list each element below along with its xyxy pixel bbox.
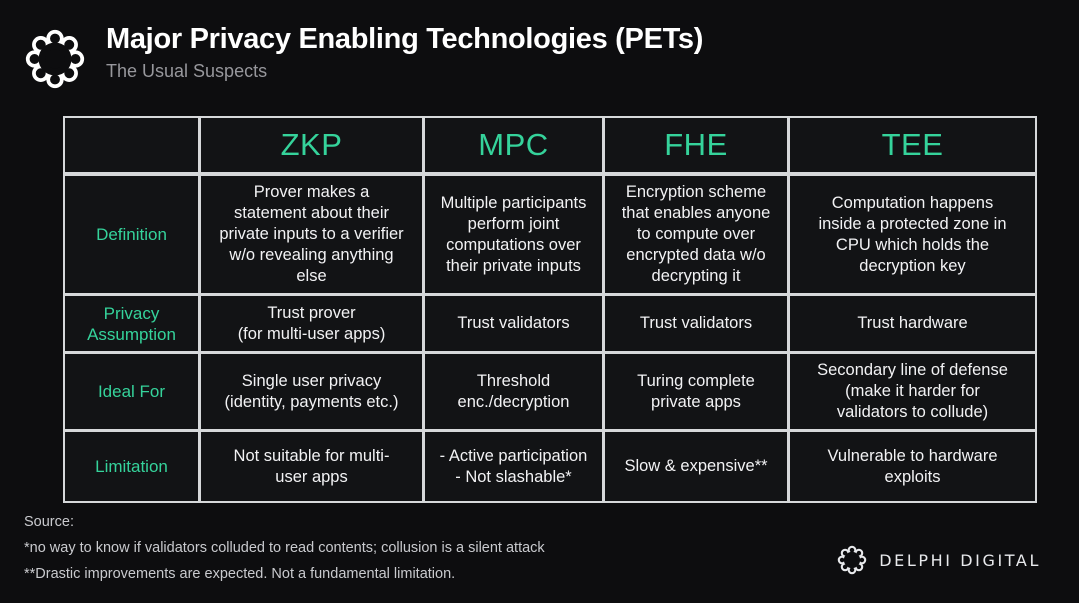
column-header-fhe: FHE [604, 116, 789, 174]
cell-line: Slow & expensive** [624, 457, 768, 475]
cell-line: Trust hardware [857, 314, 968, 332]
table-row: Ideal For Single user privacy (identity,… [63, 353, 1037, 431]
cell-line: else [296, 267, 327, 285]
attribution: DELPHI DIGITAL [837, 545, 1041, 575]
row-label-privacy-assumption: Privacy Assumption [63, 295, 200, 353]
cell-privacy-assumption-zkp: Trust prover (for multi-user apps) [200, 295, 424, 353]
cell-limitation-tee: Vulnerable to hardware exploits [789, 431, 1037, 503]
row-label-line: Assumption [87, 324, 176, 344]
row-label-line: Ideal For [97, 382, 166, 401]
source-notes: Source: *no way to know if validators co… [24, 509, 545, 587]
row-label-line: Definition [96, 225, 167, 244]
cell-line: Multiple participants [440, 193, 587, 212]
cell-ideal-for-tee: Secondary line of defense (make it harde… [789, 353, 1037, 431]
cell-definition-fhe: Encryption scheme that enables anyone to… [604, 174, 789, 295]
attribution-text: DELPHI DIGITAL [879, 550, 1041, 570]
cell-line: to compute over [636, 225, 756, 243]
cell-privacy-assumption-tee: Trust hardware [789, 295, 1037, 353]
cell-line: Vulnerable to hardware [827, 446, 998, 465]
cell-line: exploits [884, 467, 941, 486]
cell-line: computations over [446, 235, 581, 254]
cell-line: decrypting it [651, 267, 741, 285]
page-header: Major Privacy Enabling Technologies (PET… [0, 0, 1079, 89]
cell-limitation-mpc: - Active participation - Not slashable* [424, 431, 604, 503]
footnote-single-asterisk: *no way to know if validators colluded t… [24, 540, 545, 556]
row-label-line: Limitation [95, 457, 168, 476]
page-title: Major Privacy Enabling Technologies (PET… [106, 23, 704, 55]
cell-privacy-assumption-fhe: Trust validators [604, 295, 789, 353]
row-label-definition: Definition [63, 174, 200, 295]
cell-line: inside a protected zone in [818, 214, 1007, 233]
footnote-double-asterisk: **Drastic improvements are expected. Not… [24, 566, 456, 582]
row-label-limitation: Limitation [63, 431, 200, 503]
cell-line: private inputs to a verifier [219, 225, 404, 243]
cell-line: Turing complete [637, 371, 755, 390]
cell-definition-tee: Computation happens inside a protected z… [789, 174, 1037, 295]
title-block: Major Privacy Enabling Technologies (PET… [106, 22, 703, 83]
table-row: Privacy Assumption Trust prover (for mul… [63, 295, 1037, 353]
cell-line: enc./decryption [457, 392, 570, 411]
cell-line: (identity, payments etc.) [224, 392, 399, 411]
cell-line: private apps [651, 392, 741, 411]
cell-ideal-for-fhe: Turing complete private apps [604, 353, 789, 431]
table-header-row: ZKP MPC FHE TEE [63, 116, 1037, 174]
cell-line: validators to collude) [836, 403, 989, 421]
corner-cell [63, 116, 200, 174]
cell-line: that enables anyone [621, 204, 771, 222]
cell-line: encrypted data w/o [626, 246, 766, 264]
cell-definition-mpc: Multiple participants perform joint comp… [424, 174, 604, 295]
cell-line: their private inputs [446, 256, 581, 275]
cell-line: Single user privacy [241, 371, 382, 390]
cell-line: w/o revealing anything [229, 246, 394, 264]
table-row: Limitation Not suitable for multi- user … [63, 431, 1037, 503]
cell-limitation-fhe: Slow & expensive** [604, 431, 789, 503]
cell-line: Encryption scheme [625, 183, 767, 201]
cell-limitation-zkp: Not suitable for multi- user apps [200, 431, 424, 503]
cell-line: Secondary line of defense [817, 361, 1008, 379]
cell-line: user apps [275, 467, 348, 486]
cell-line: statement about their [233, 204, 389, 222]
column-header-zkp: ZKP [200, 116, 424, 174]
cell-line: decryption key [859, 256, 966, 275]
cell-ideal-for-mpc: Threshold enc./decryption [424, 353, 604, 431]
cell-line: (make it harder for [845, 382, 980, 400]
cell-line: - Active participation [439, 446, 588, 465]
cell-line: - Not slashable* [455, 467, 572, 486]
page-subtitle: The Usual Suspects [106, 61, 268, 81]
cell-line: Trust validators [639, 314, 753, 332]
cell-privacy-assumption-mpc: Trust validators [424, 295, 604, 353]
cell-line: CPU which holds the [835, 235, 990, 254]
cell-line: Trust validators [457, 314, 570, 332]
cell-line: (for multi-user apps) [237, 324, 386, 343]
cell-line: Trust prover [267, 303, 356, 322]
cell-line: Computation happens [831, 193, 994, 212]
delphi-knot-logo-icon [837, 545, 867, 575]
page-footer: Source: *no way to know if validators co… [24, 509, 1055, 587]
cell-definition-zkp: Prover makes a statement about their pri… [200, 174, 424, 295]
cell-ideal-for-zkp: Single user privacy (identity, payments … [200, 353, 424, 431]
cell-line: perform joint [467, 214, 560, 233]
source-label: Source: [24, 514, 74, 530]
column-header-mpc: MPC [424, 116, 604, 174]
comparison-matrix-container: ZKP MPC FHE TEE Definition Prover makes … [63, 116, 1037, 503]
cell-line: Not suitable for multi- [233, 446, 390, 465]
table-row: Definition Prover makes a statement abou… [63, 174, 1037, 295]
row-label-ideal-for: Ideal For [63, 353, 200, 431]
column-header-tee: TEE [789, 116, 1037, 174]
cell-line: Prover makes a [253, 183, 370, 201]
pets-comparison-table: ZKP MPC FHE TEE Definition Prover makes … [63, 116, 1037, 503]
cell-line: Threshold [476, 371, 551, 390]
delphi-knot-logo-icon [24, 28, 86, 90]
row-label-line: Privacy [103, 303, 160, 323]
